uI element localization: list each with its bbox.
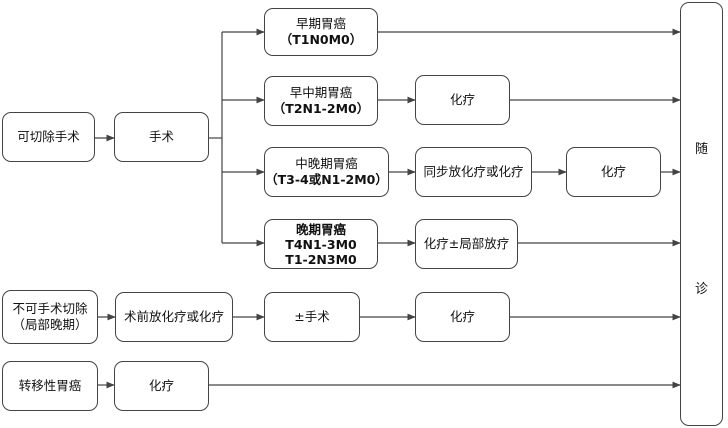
early-cancer-title: 早期胃癌 [295,15,346,31]
mid-late-cancer-title: 中晚期胃癌 [295,155,358,171]
surgery-box: 手术 [114,112,209,162]
neoadjuvant-label: 术前放化疗或化疗 [123,308,224,324]
surgery-label: 手术 [148,128,174,144]
mid-late-cancer-box: 中晚期胃癌 （T3-4或N1-2M0） [264,147,389,197]
late-cancer-stage-2: T1-2N3M0 [285,251,357,267]
concurrent-chemoradiation-label: 同步放化疗或化疗 [423,163,524,179]
early-mid-cancer-stage: （T2N1-2M0） [272,101,370,116]
late-treatment-label: 化疗±局部放疗 [423,235,510,251]
unresectable-chemo-box: 化疗 [415,292,510,342]
mid-late-chemo-box: 化疗 [566,147,661,197]
followup-char-1: 随 [694,142,708,157]
unresectable-subtitle: （局部晚期） [12,317,88,332]
neoadjuvant-box: 术前放化疗或化疗 [115,292,233,342]
metastatic-label: 转移性胃癌 [18,377,82,393]
late-cancer-box: 晚期胃癌 T4N1-3M0 T1-2N3M0 [264,219,378,269]
early-cancer-stage: （T1N0M0） [279,32,363,47]
concurrent-chemoradiation-box: 同步放化疗或化疗 [415,147,532,197]
early-mid-cancer-title: 早中期胃癌 [289,84,353,100]
optional-surgery-label: ±手术 [294,308,330,324]
early-mid-cancer-box: 早中期胃癌 （T2N1-2M0） [264,76,378,126]
unresectable-chemo-label: 化疗 [449,308,475,324]
late-cancer-title: 晚期胃癌 [295,221,346,237]
late-cancer-stage-1: T4N1-3M0 [285,236,357,252]
metastatic-chemo-label: 化疗 [148,377,174,393]
unresectable-box: 不可手术切除 （局部晚期） [2,290,98,344]
metastatic-chemo-box: 化疗 [114,361,209,411]
mid-late-cancer-stage: （T3-4或N1-2M0） [265,172,388,187]
unresectable-title: 不可手术切除 [12,300,88,316]
early-mid-chemo-box: 化疗 [415,75,510,125]
optional-surgery-box: ±手术 [264,292,360,342]
resectable-box: 可切除手术 [2,112,95,162]
late-treatment-box: 化疗±局部放疗 [415,219,518,269]
followup-box: 随 诊 [680,2,723,426]
followup-char-2: 诊 [694,282,708,297]
mid-late-chemo-label: 化疗 [600,163,626,179]
early-mid-chemo-label: 化疗 [449,91,475,107]
resectable-label: 可切除手术 [17,128,80,144]
early-cancer-box: 早期胃癌 （T1N0M0） [264,8,378,56]
metastatic-box: 转移性胃癌 [2,361,98,411]
